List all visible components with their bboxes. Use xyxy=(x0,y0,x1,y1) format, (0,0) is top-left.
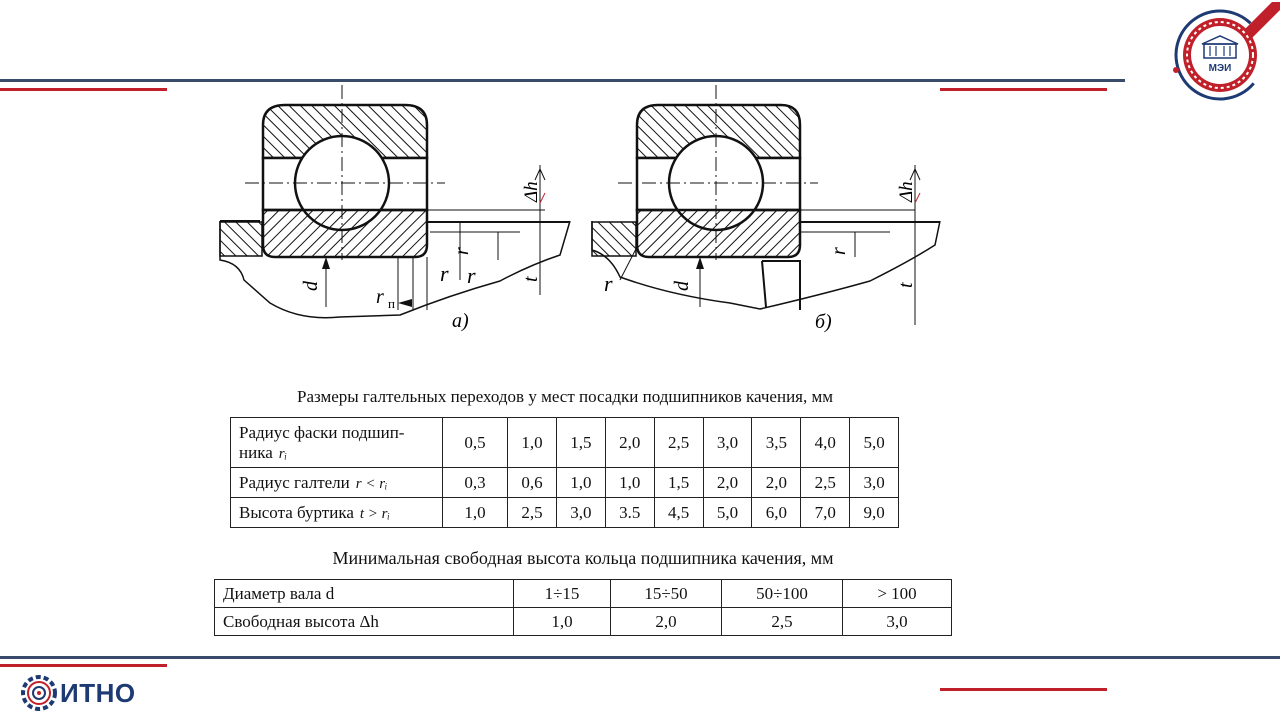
table-cell: 3,0 xyxy=(555,497,606,528)
mei-logo: МЭИ xyxy=(1170,0,1280,110)
table1-caption: Размеры галтельных переходов у мест поса… xyxy=(296,387,833,406)
table-cell: 5,0 xyxy=(849,417,899,468)
table-cell: 1÷15 xyxy=(513,579,611,608)
table-row: Радиус галтели r < rᵢ 0,3 0,6 1,0 1,0 1,5… xyxy=(230,467,899,498)
table-cell: 7,0 xyxy=(800,497,851,528)
gear-icon xyxy=(21,675,57,711)
label-r-a2: r xyxy=(467,263,476,288)
row-label: Радиус галтели r < rᵢ xyxy=(230,467,443,498)
row-label: Высота буртика t > rᵢ xyxy=(230,497,443,528)
row-symbol: t > rᵢ xyxy=(359,505,390,522)
table-cell: 2,5 xyxy=(800,467,851,498)
table-cell: 50÷100 xyxy=(721,579,843,608)
table-cell: 0,5 xyxy=(442,417,508,468)
table-cell: 3,0 xyxy=(849,467,899,498)
table-cell: 2,0 xyxy=(702,467,753,498)
table-row: Свободная высота Δh 1,0 2,0 2,5 3,0 xyxy=(214,607,952,636)
table-cell: 3.5 xyxy=(604,497,655,528)
row-label: Диаметр вала d xyxy=(214,579,514,608)
row-label-text: Высота буртика xyxy=(239,502,354,522)
label-rp-a: r xyxy=(376,286,384,308)
table-cell: 5,0 xyxy=(702,497,753,528)
label-t-a: t xyxy=(520,276,542,282)
table-cell: 1,0 xyxy=(507,417,557,468)
drawing-b: d r r t Δh б) xyxy=(591,85,941,333)
table-row: Диаметр вала d 1÷15 15÷50 50÷100 > 100 xyxy=(214,579,952,608)
bearing-drawing: d r r r п r t Δh а) xyxy=(200,85,960,345)
table-cell: 3,0 xyxy=(842,607,952,636)
label-rp-vert-a: r xyxy=(451,247,473,255)
table2-caption: Минимальная свободная высота кольца подш… xyxy=(332,548,834,568)
table-cell: 3,0 xyxy=(702,417,753,468)
row-symbol: rᵢ xyxy=(278,445,287,462)
table-cell: 2,5 xyxy=(721,607,843,636)
label-dh-a: Δh xyxy=(521,181,542,203)
row-label-line1: Радиус фаски подшип- xyxy=(239,422,405,442)
itno-logo-text: ИТНО xyxy=(60,677,136,708)
table-cell: 1,5 xyxy=(653,467,704,498)
label-d-b: d xyxy=(671,280,693,291)
table-cell: 2,0 xyxy=(751,467,802,498)
table-cell: > 100 xyxy=(842,579,952,608)
table-cell: 1,0 xyxy=(604,467,655,498)
table-cell: 2,5 xyxy=(653,417,704,468)
top-red-rule-right xyxy=(940,88,1107,91)
itno-logo: ИТНО xyxy=(20,674,136,712)
table-cell: 0,3 xyxy=(442,467,508,498)
table-cell: 0,6 xyxy=(507,467,557,498)
label-rp-vert-b: r xyxy=(828,247,850,255)
table-cell: 2,5 xyxy=(507,497,557,528)
table-cell: 6,0 xyxy=(751,497,802,528)
bottom-red-rule-right xyxy=(940,688,1107,691)
table-cell: 1,5 xyxy=(555,417,606,468)
label-a: а) xyxy=(452,310,469,332)
table-cell: 2,0 xyxy=(610,607,722,636)
table-cell: 1,0 xyxy=(442,497,508,528)
mei-logo-text: МЭИ xyxy=(1209,63,1232,74)
label-r-b: r xyxy=(604,271,613,296)
bottom-red-rule-left xyxy=(0,664,167,667)
table-cell: 9,0 xyxy=(849,497,899,528)
drawing-a: d r r r п r t Δh а) xyxy=(219,85,571,332)
table-cell: 4,5 xyxy=(653,497,704,528)
table-cell: 3,5 xyxy=(751,417,802,468)
table-cell: 1,0 xyxy=(555,467,606,498)
label-dh-b: Δh xyxy=(896,181,917,203)
bottom-navy-rule xyxy=(0,656,1280,659)
label-b: б) xyxy=(815,311,832,333)
label-d-a: d xyxy=(300,280,322,291)
table-cell: 1,0 xyxy=(513,607,611,636)
table-cell: 2,0 xyxy=(604,417,655,468)
label-t-b: t xyxy=(895,282,917,288)
row-symbol: r < rᵢ xyxy=(355,475,388,492)
row-label-text: Радиус галтели xyxy=(239,472,350,492)
label-r-a1: r xyxy=(440,261,449,286)
top-red-rule-left xyxy=(0,88,167,91)
table-cell: 15÷50 xyxy=(610,579,722,608)
label-rp-sub-a: п xyxy=(388,296,395,311)
row-label: Свободная высота Δh xyxy=(214,607,514,636)
table-row: Высота буртика t > rᵢ 1,0 2,5 3,0 3.5 4,5… xyxy=(230,497,899,528)
row-label-line2: ника xyxy=(239,442,273,462)
free-height-table: Диаметр вала d 1÷15 15÷50 50÷100 > 100 С… xyxy=(214,579,952,636)
table-cell: 4,0 xyxy=(800,417,851,468)
top-navy-rule xyxy=(0,79,1125,82)
